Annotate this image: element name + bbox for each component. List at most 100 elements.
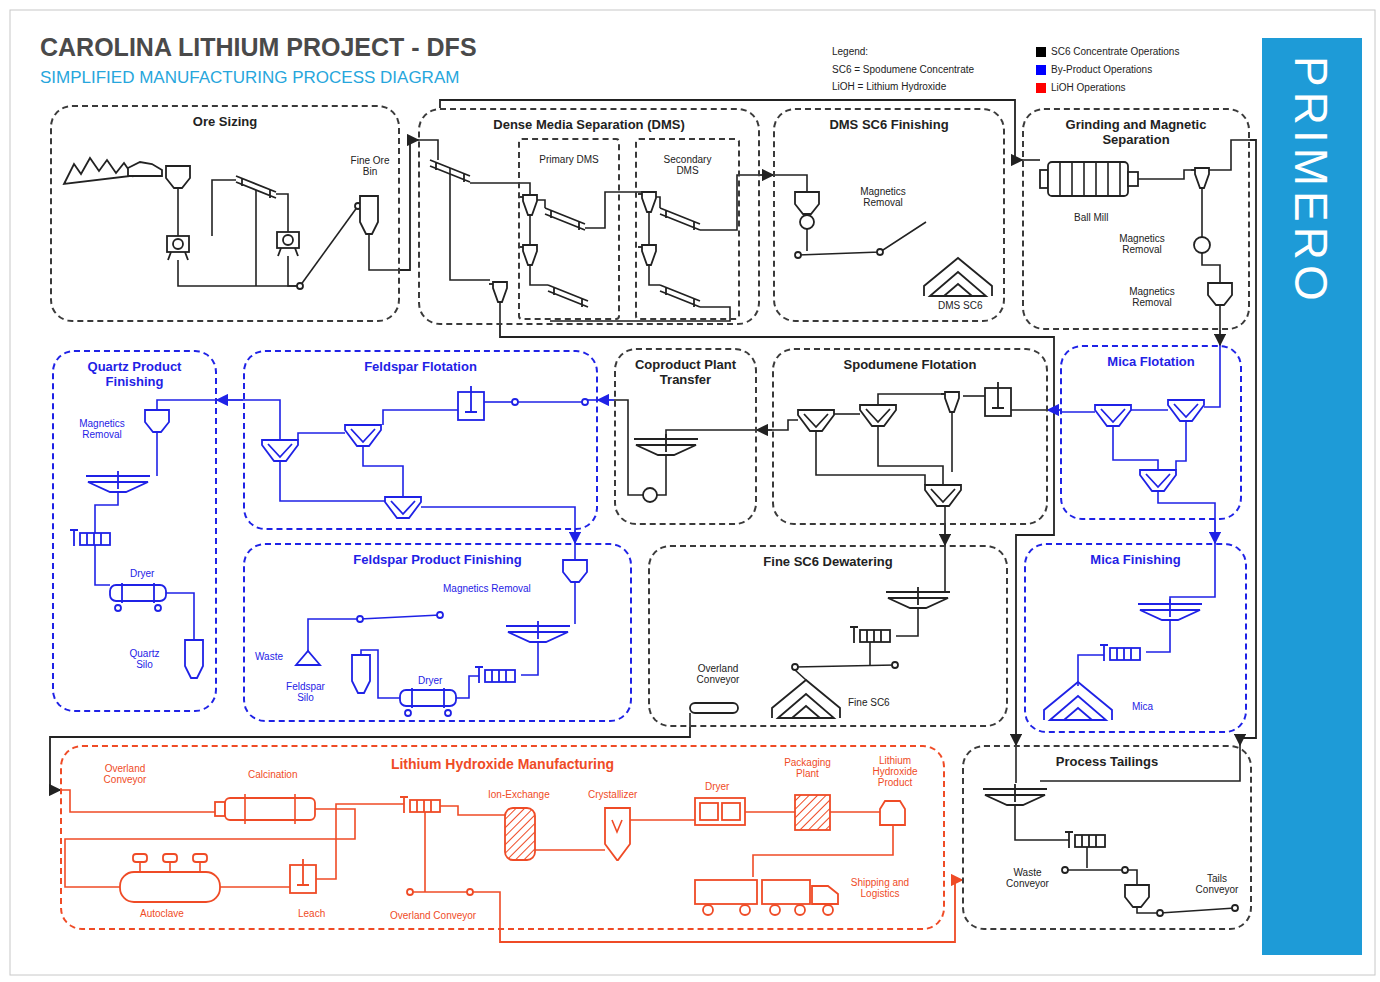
feldspar-finishing-equipment [360, 615, 440, 619]
legend-label: By-Product Operations [1051, 64, 1152, 75]
spodumene-flotation-equipment [798, 410, 834, 431]
equipment-label: Ball Mill [1074, 212, 1108, 223]
lithium-hydroxide-equipment [473, 892, 500, 930]
feldspar-flotation-equipment [421, 507, 575, 530]
dms-equipment [660, 285, 700, 307]
area-heading: Quartz Product Finishing [60, 359, 210, 389]
lithium-hydroxide-equipment [215, 802, 225, 816]
equipment-label: Fine SC6 [848, 697, 890, 708]
fine-sc6-dewatering-equipment [896, 608, 918, 636]
area-heading: Process Tailings [970, 754, 1244, 769]
equipment-label: Quartz Silo [122, 648, 167, 670]
ore-sizing-equipment [212, 180, 236, 236]
flow-line [944, 525, 946, 545]
dms-sc6-finishing-equipment [924, 258, 992, 296]
process-area: Lithium Hydroxide ManufacturingOverland … [60, 745, 945, 930]
dms-sc6-finishing-equipment [795, 192, 819, 214]
lithium-hydroxide-equipment [505, 808, 535, 860]
tailings-equipment [1015, 805, 1069, 840]
lithium-hydroxide-equipment [695, 798, 745, 825]
spodumene-flotation-equipment [878, 426, 943, 485]
flow-line [217, 399, 243, 401]
coproduct-transfer-equipment [643, 488, 657, 502]
lithium-hydroxide-equipment [812, 886, 838, 904]
quartz-finishing-equipment [95, 545, 110, 585]
ore-sizing-equipment [166, 166, 190, 188]
equipment-label: Waste [255, 651, 283, 662]
quartz-finishing-equipment [86, 471, 150, 492]
dms-equipment [638, 245, 656, 265]
brand-name: PRIMERO [1284, 56, 1338, 306]
ore-sizing-equipment [177, 188, 179, 236]
quartz-finishing-equipment [185, 640, 203, 678]
fine-sc6-dewatering-equipment [850, 627, 890, 643]
dms-equipment [649, 265, 660, 285]
grinding-equipment [1194, 237, 1210, 253]
grinding-equipment [1040, 170, 1048, 188]
lithium-hydroxide-equipment [60, 790, 905, 930]
grinding-equipment [1048, 162, 1128, 196]
mica-flotation-equipment [1158, 491, 1215, 520]
lithium-hydroxide-equipment [605, 808, 630, 860]
lithium-hydroxide-equipment [695, 880, 757, 904]
feldspar-finishing-equipment [456, 676, 479, 698]
ore-sizing-equipment [167, 236, 189, 260]
flow-line [1240, 140, 1256, 745]
area-heading: Primary DMS [539, 154, 599, 165]
tailings-equipment [1122, 867, 1128, 873]
flow-line [574, 530, 576, 543]
flow-line [1214, 520, 1216, 543]
dms-sc6-finishing-equipment [798, 222, 926, 255]
fine-sc6-dewatering-equipment [886, 587, 950, 608]
ore-sizing-equipment [300, 206, 358, 286]
dms-equipment [545, 208, 585, 230]
feldspar-finishing-equipment [521, 642, 538, 675]
feldspar-flotation-equipment [484, 401, 512, 403]
lithium-hydroxide-equipment [823, 905, 833, 915]
mica-flotation-equipment [1095, 405, 1131, 426]
lithium-hydroxide-equipment [745, 811, 795, 813]
page-frame [10, 10, 1375, 975]
mica-finishing-equipment [1100, 645, 1140, 661]
equipment-label: Shipping and Logistics [845, 877, 915, 899]
equipment-label: DMS SC6 [938, 300, 982, 311]
equipment-label: Ion-Exchange [488, 789, 550, 800]
diagram-caption: SIMPLIFIED MANUFACTURING PROCESS DIAGRAM [40, 68, 459, 88]
area-heading: Fine SC6 Dewatering [656, 554, 1000, 569]
mica-flotation-equipment [1060, 345, 1220, 520]
flow-line [1048, 409, 1060, 411]
process-area: Primary DMS [518, 138, 620, 320]
flow-line [598, 399, 614, 401]
feldspar-flotation-equipment [363, 446, 403, 497]
fine-sc6-dewatering-equipment [690, 703, 738, 713]
feldspar-flotation-equipment [345, 425, 381, 446]
spodumene-flotation-equipment [941, 392, 959, 412]
lithium-hydroxide-equipment [830, 811, 880, 813]
lithium-hydroxide-equipment [220, 886, 290, 888]
feldspar-flotation-equipment [243, 400, 280, 440]
equipment-label: Magnetics Removal [443, 583, 531, 594]
lithium-hydroxide-equipment [722, 803, 740, 820]
process-area: Process TailingsWaste ConveyorTails Conv… [962, 745, 1252, 930]
equipment-label: Autoclave [140, 908, 184, 919]
dms-equipment [548, 285, 588, 307]
tailings-equipment [1065, 832, 1105, 848]
tailings-equipment [1232, 905, 1238, 911]
equipment-label: Overland Conveyor [390, 910, 476, 921]
tailings-equipment [1125, 885, 1149, 907]
tailings-equipment [1160, 908, 1235, 913]
mica-finishing-equipment [1138, 599, 1202, 620]
equipment-label: Feldspar Silo [283, 681, 328, 703]
quartz-finishing-equipment [110, 583, 166, 611]
lithium-hydroxide-equipment [163, 854, 177, 862]
process-area: Mica FinishingMica [1024, 543, 1247, 733]
ore-sizing-equipment [128, 162, 162, 176]
tailings-equipment [1128, 870, 1137, 885]
fine-sc6-dewatering-equipment [690, 545, 950, 727]
quartz-finishing-equipment [95, 492, 118, 533]
feldspar-flotation-equipment [582, 399, 588, 405]
dms-equipment [648, 212, 650, 245]
process-area: Feldspar Product FinishingMagnetics Remo… [243, 543, 632, 722]
fine-sc6-dewatering-equipment [795, 670, 806, 680]
